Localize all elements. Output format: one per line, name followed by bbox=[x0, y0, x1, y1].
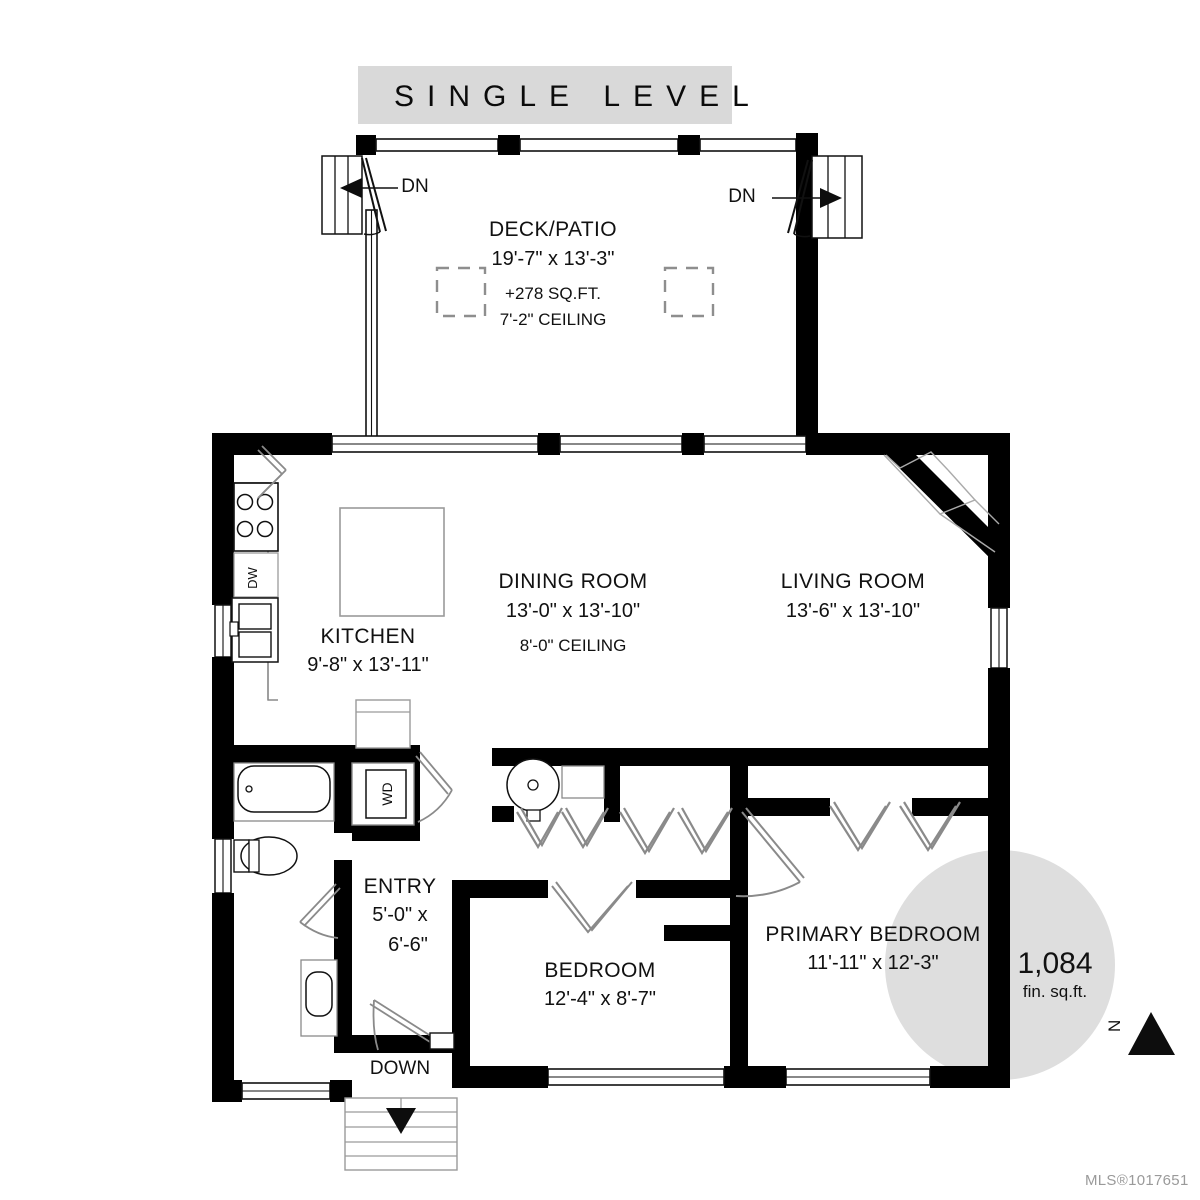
living-room-bay-window bbox=[883, 451, 1000, 553]
utility-closet bbox=[506, 758, 605, 822]
stair-label-dn-right: DN bbox=[728, 186, 756, 207]
room-label-kitchen: KITCHEN bbox=[320, 625, 416, 648]
banner-title: SINGLE LEVEL bbox=[394, 80, 762, 113]
closet-bifold-doors bbox=[516, 801, 961, 856]
room-ceiling-deck-patio: 7'-2" CEILING bbox=[499, 310, 607, 329]
deck-post-markers bbox=[435, 266, 715, 318]
room-area-deck-patio: +278 SQ.FT. bbox=[505, 284, 601, 303]
entry-door bbox=[369, 999, 455, 1051]
deck-stairs-right bbox=[772, 155, 863, 239]
interior-walls bbox=[212, 745, 990, 1080]
house-exterior-walls bbox=[212, 433, 1010, 1102]
stair-label-down: DOWN bbox=[369, 1058, 431, 1079]
svg-text:WD: WD bbox=[379, 782, 395, 805]
room-dimensions-deck-patio: 19'-7" x 13'-3" bbox=[491, 248, 615, 270]
compass-north-label: N bbox=[1105, 1019, 1124, 1032]
deck-patio-structure bbox=[321, 133, 863, 443]
room-ceiling-dining-room: 8'-0" CEILING bbox=[519, 636, 627, 655]
svg-text:DW: DW bbox=[245, 566, 260, 588]
compass-north-arrow bbox=[1128, 1012, 1175, 1055]
bedroom-entry-doors bbox=[551, 881, 633, 934]
room-dimensions-bedroom: 12'-4" x 8'-7" bbox=[544, 988, 656, 1010]
room-dimensions-living-room: 13'-6" x 13'-10" bbox=[785, 600, 921, 622]
stair-label-dn-left: DN bbox=[401, 176, 429, 197]
basement-stairs bbox=[344, 1097, 458, 1171]
room-dimensions-entry-line2: 6'-6" bbox=[388, 934, 428, 956]
bedroom-door-swing bbox=[735, 807, 805, 898]
room-label-primary-bedroom: PRIMARY BEDROOM bbox=[765, 923, 981, 946]
sqft-value: 1,084 bbox=[1017, 947, 1093, 980]
room-label-bedroom: BEDROOM bbox=[544, 959, 656, 982]
bathroom-fixtures bbox=[233, 762, 341, 1037]
laundry-fixtures: WD bbox=[351, 751, 453, 826]
room-dimensions-entry-line1: 5'-0" x bbox=[372, 904, 428, 926]
deck-stairs-left bbox=[321, 155, 398, 236]
room-label-living-room: LIVING ROOM bbox=[780, 570, 926, 593]
room-dimensions-primary-bedroom: 11'-11" x 12'-3" bbox=[807, 952, 939, 974]
mls-watermark: MLS®1017651 bbox=[1085, 1172, 1189, 1189]
room-dimensions-kitchen: 9'-8" x 13'-11" bbox=[307, 654, 429, 676]
room-dimensions-dining-room: 13'-0" x 13'-10" bbox=[505, 600, 641, 622]
room-label-entry: ENTRY bbox=[363, 875, 437, 898]
room-label-deck-patio: DECK/PATIO bbox=[488, 218, 618, 241]
kitchen-fixtures: DW bbox=[229, 445, 445, 749]
sqft-unit: fin. sq.ft. bbox=[1022, 982, 1088, 1001]
room-label-dining-room: DINING ROOM bbox=[498, 570, 648, 593]
single-level-banner bbox=[358, 66, 732, 124]
